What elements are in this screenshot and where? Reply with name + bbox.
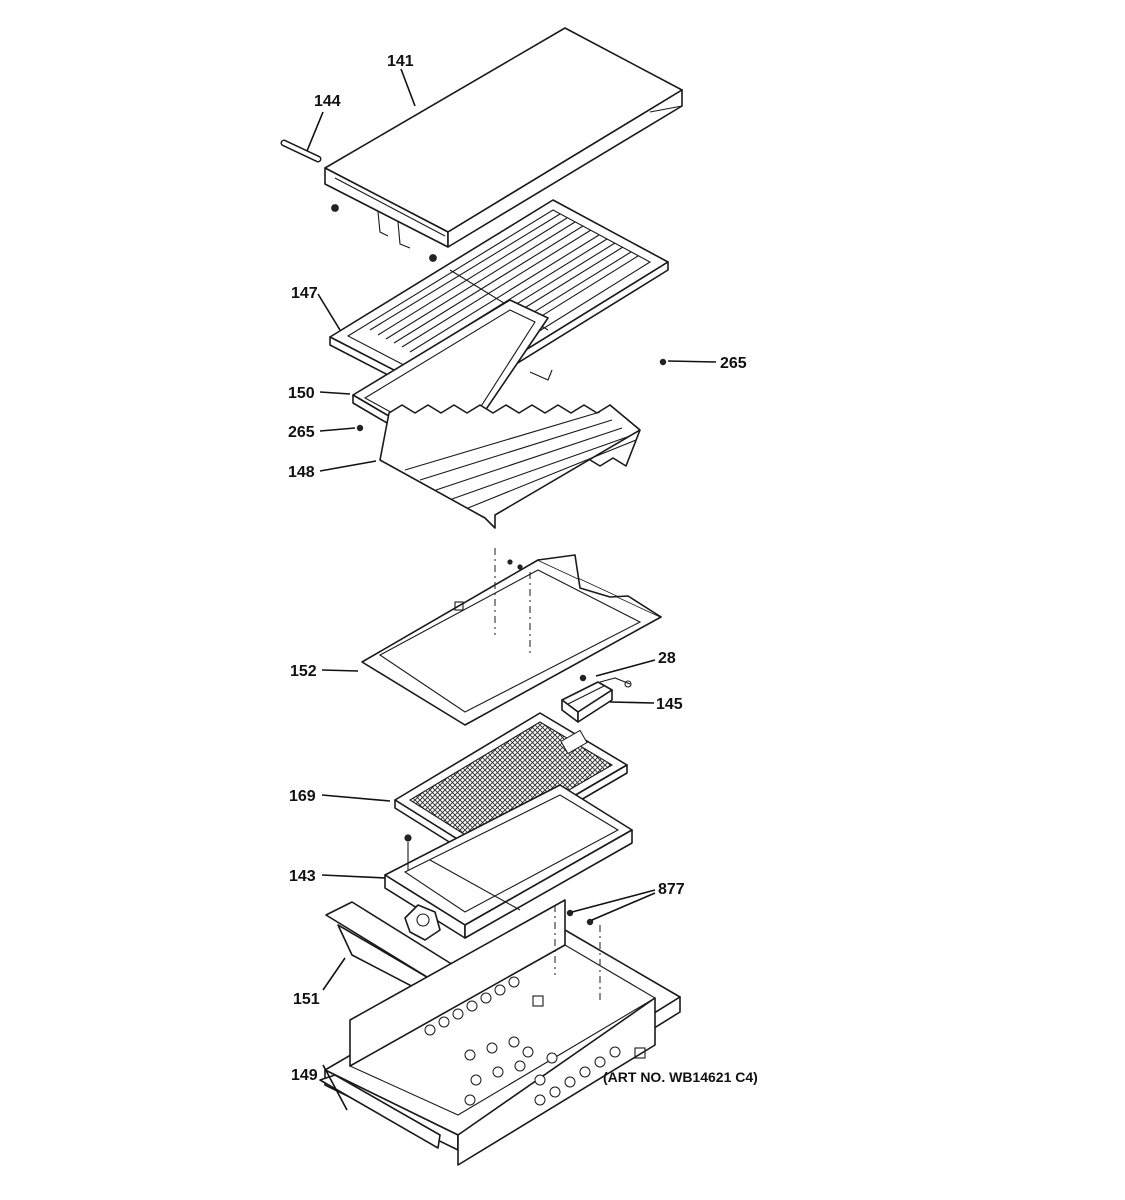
callout-169: 169 [289, 788, 316, 805]
part-143-housing [384, 784, 633, 941]
callout-150: 150 [288, 385, 315, 402]
screw-265-left [356, 424, 364, 432]
callout-28: 28 [658, 650, 676, 667]
art-number: (ART NO. WB14621 C4) [603, 1069, 758, 1085]
callout-151: 151 [293, 991, 320, 1008]
callout-265-left: 265 [288, 424, 315, 441]
screw-877-a [566, 909, 574, 917]
callout-145: 145 [656, 696, 683, 713]
part-144-rod [280, 139, 322, 163]
part-145-terminal-block [561, 677, 632, 723]
part-152-shield [361, 548, 662, 726]
screw-877-b [586, 918, 594, 926]
part-141-cover [324, 27, 683, 248]
part-148-wave-radiant [379, 404, 641, 529]
cover-fasteners [331, 204, 437, 262]
callout-141: 141 [387, 53, 414, 70]
callout-143: 143 [289, 868, 316, 885]
callout-149: 149 [291, 1067, 318, 1084]
callout-144: 144 [314, 93, 341, 110]
callout-265-right: 265 [720, 355, 747, 372]
callout-877: 877 [658, 881, 685, 898]
screw-265-right [659, 358, 667, 366]
callout-148: 148 [288, 464, 315, 481]
callout-147: 147 [291, 285, 318, 302]
callout-152: 152 [290, 663, 317, 680]
leader-lines [306, 68, 717, 1111]
part-149-base-box [319, 899, 681, 1166]
screw-28 [579, 674, 587, 682]
